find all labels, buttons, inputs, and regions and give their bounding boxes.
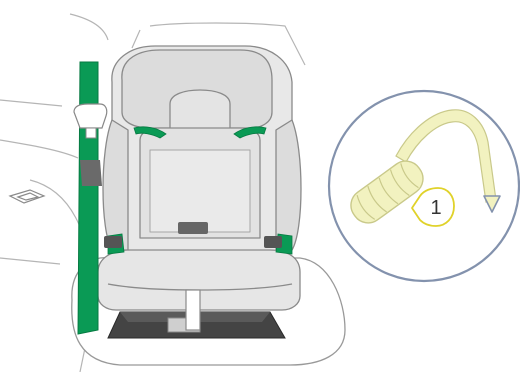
car-seat-icon — [98, 46, 301, 310]
callout-number: 1 — [430, 197, 441, 219]
isofix-anchor-icon — [10, 190, 44, 203]
buckle-strap — [186, 290, 200, 330]
